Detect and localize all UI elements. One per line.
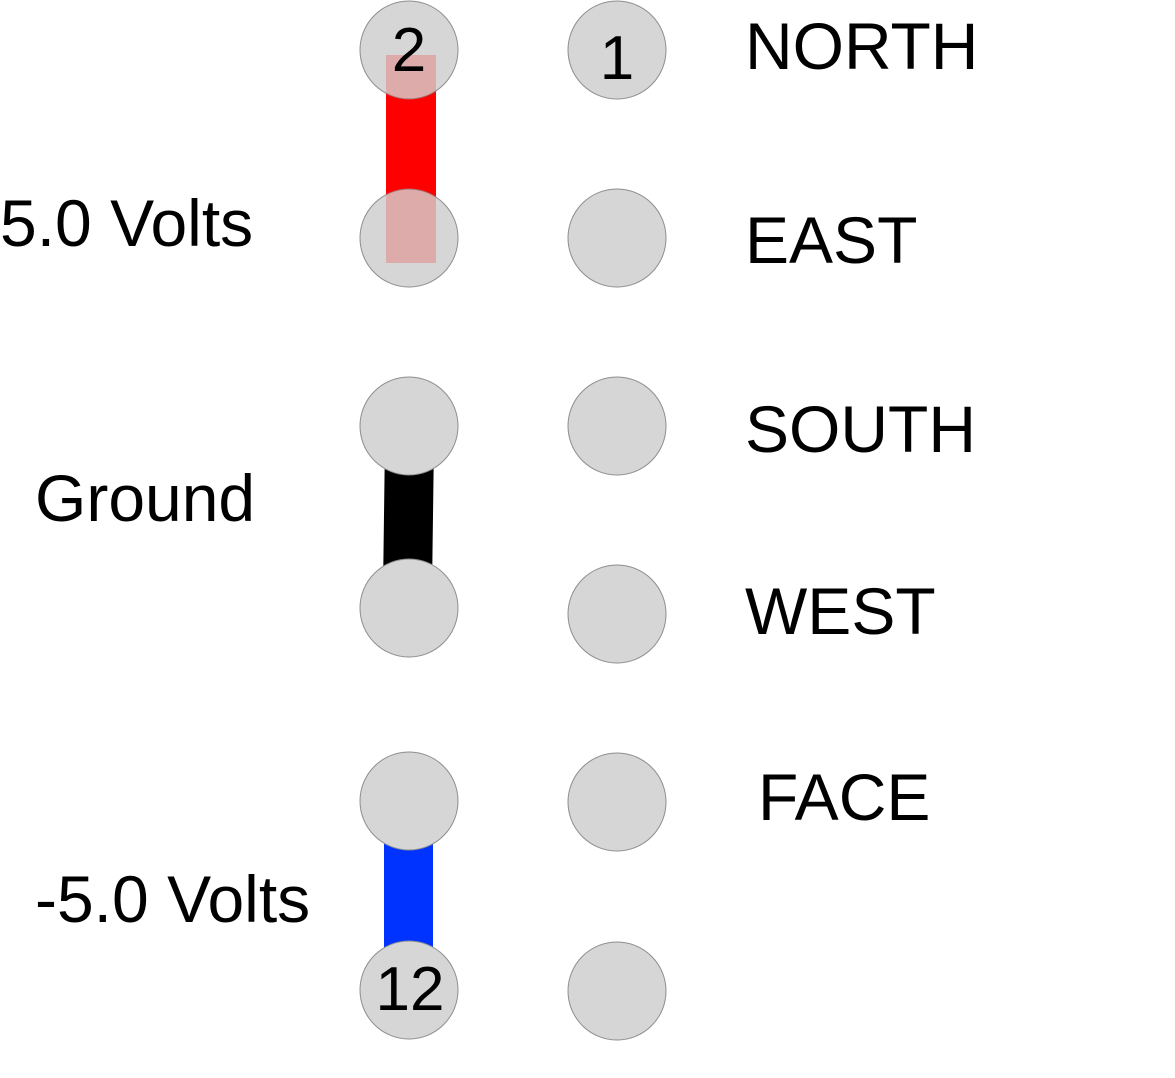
pin-10 bbox=[359, 751, 459, 851]
pin-number-2: 2 bbox=[392, 16, 426, 85]
pin-number-1: 1 bbox=[600, 24, 634, 93]
pin-4 bbox=[359, 188, 459, 288]
label-east: EAST bbox=[745, 203, 917, 277]
pin-1 bbox=[567, 0, 667, 100]
label-negative-voltage: -5.0 Volts bbox=[35, 862, 310, 936]
pin-11 bbox=[567, 941, 667, 1041]
label-south: SOUTH bbox=[745, 392, 976, 466]
pin-7 bbox=[567, 564, 667, 664]
pin-number-12: 12 bbox=[376, 955, 445, 1024]
label-ground: Ground bbox=[35, 461, 255, 535]
positive-jumper-overlay bbox=[386, 55, 436, 263]
ground-jumper bbox=[383, 440, 434, 590]
pin-3 bbox=[567, 188, 667, 288]
pin-9 bbox=[567, 752, 667, 852]
pin-6 bbox=[359, 376, 459, 476]
pin-8 bbox=[359, 558, 459, 658]
label-west: WEST bbox=[745, 574, 936, 648]
label-face: FACE bbox=[758, 760, 930, 834]
pin-2 bbox=[359, 0, 459, 100]
pin-12 bbox=[359, 940, 459, 1040]
label-positive-voltage: 5.0 Volts bbox=[0, 186, 253, 260]
label-north: NORTH bbox=[745, 9, 978, 83]
pin-5 bbox=[567, 376, 667, 476]
